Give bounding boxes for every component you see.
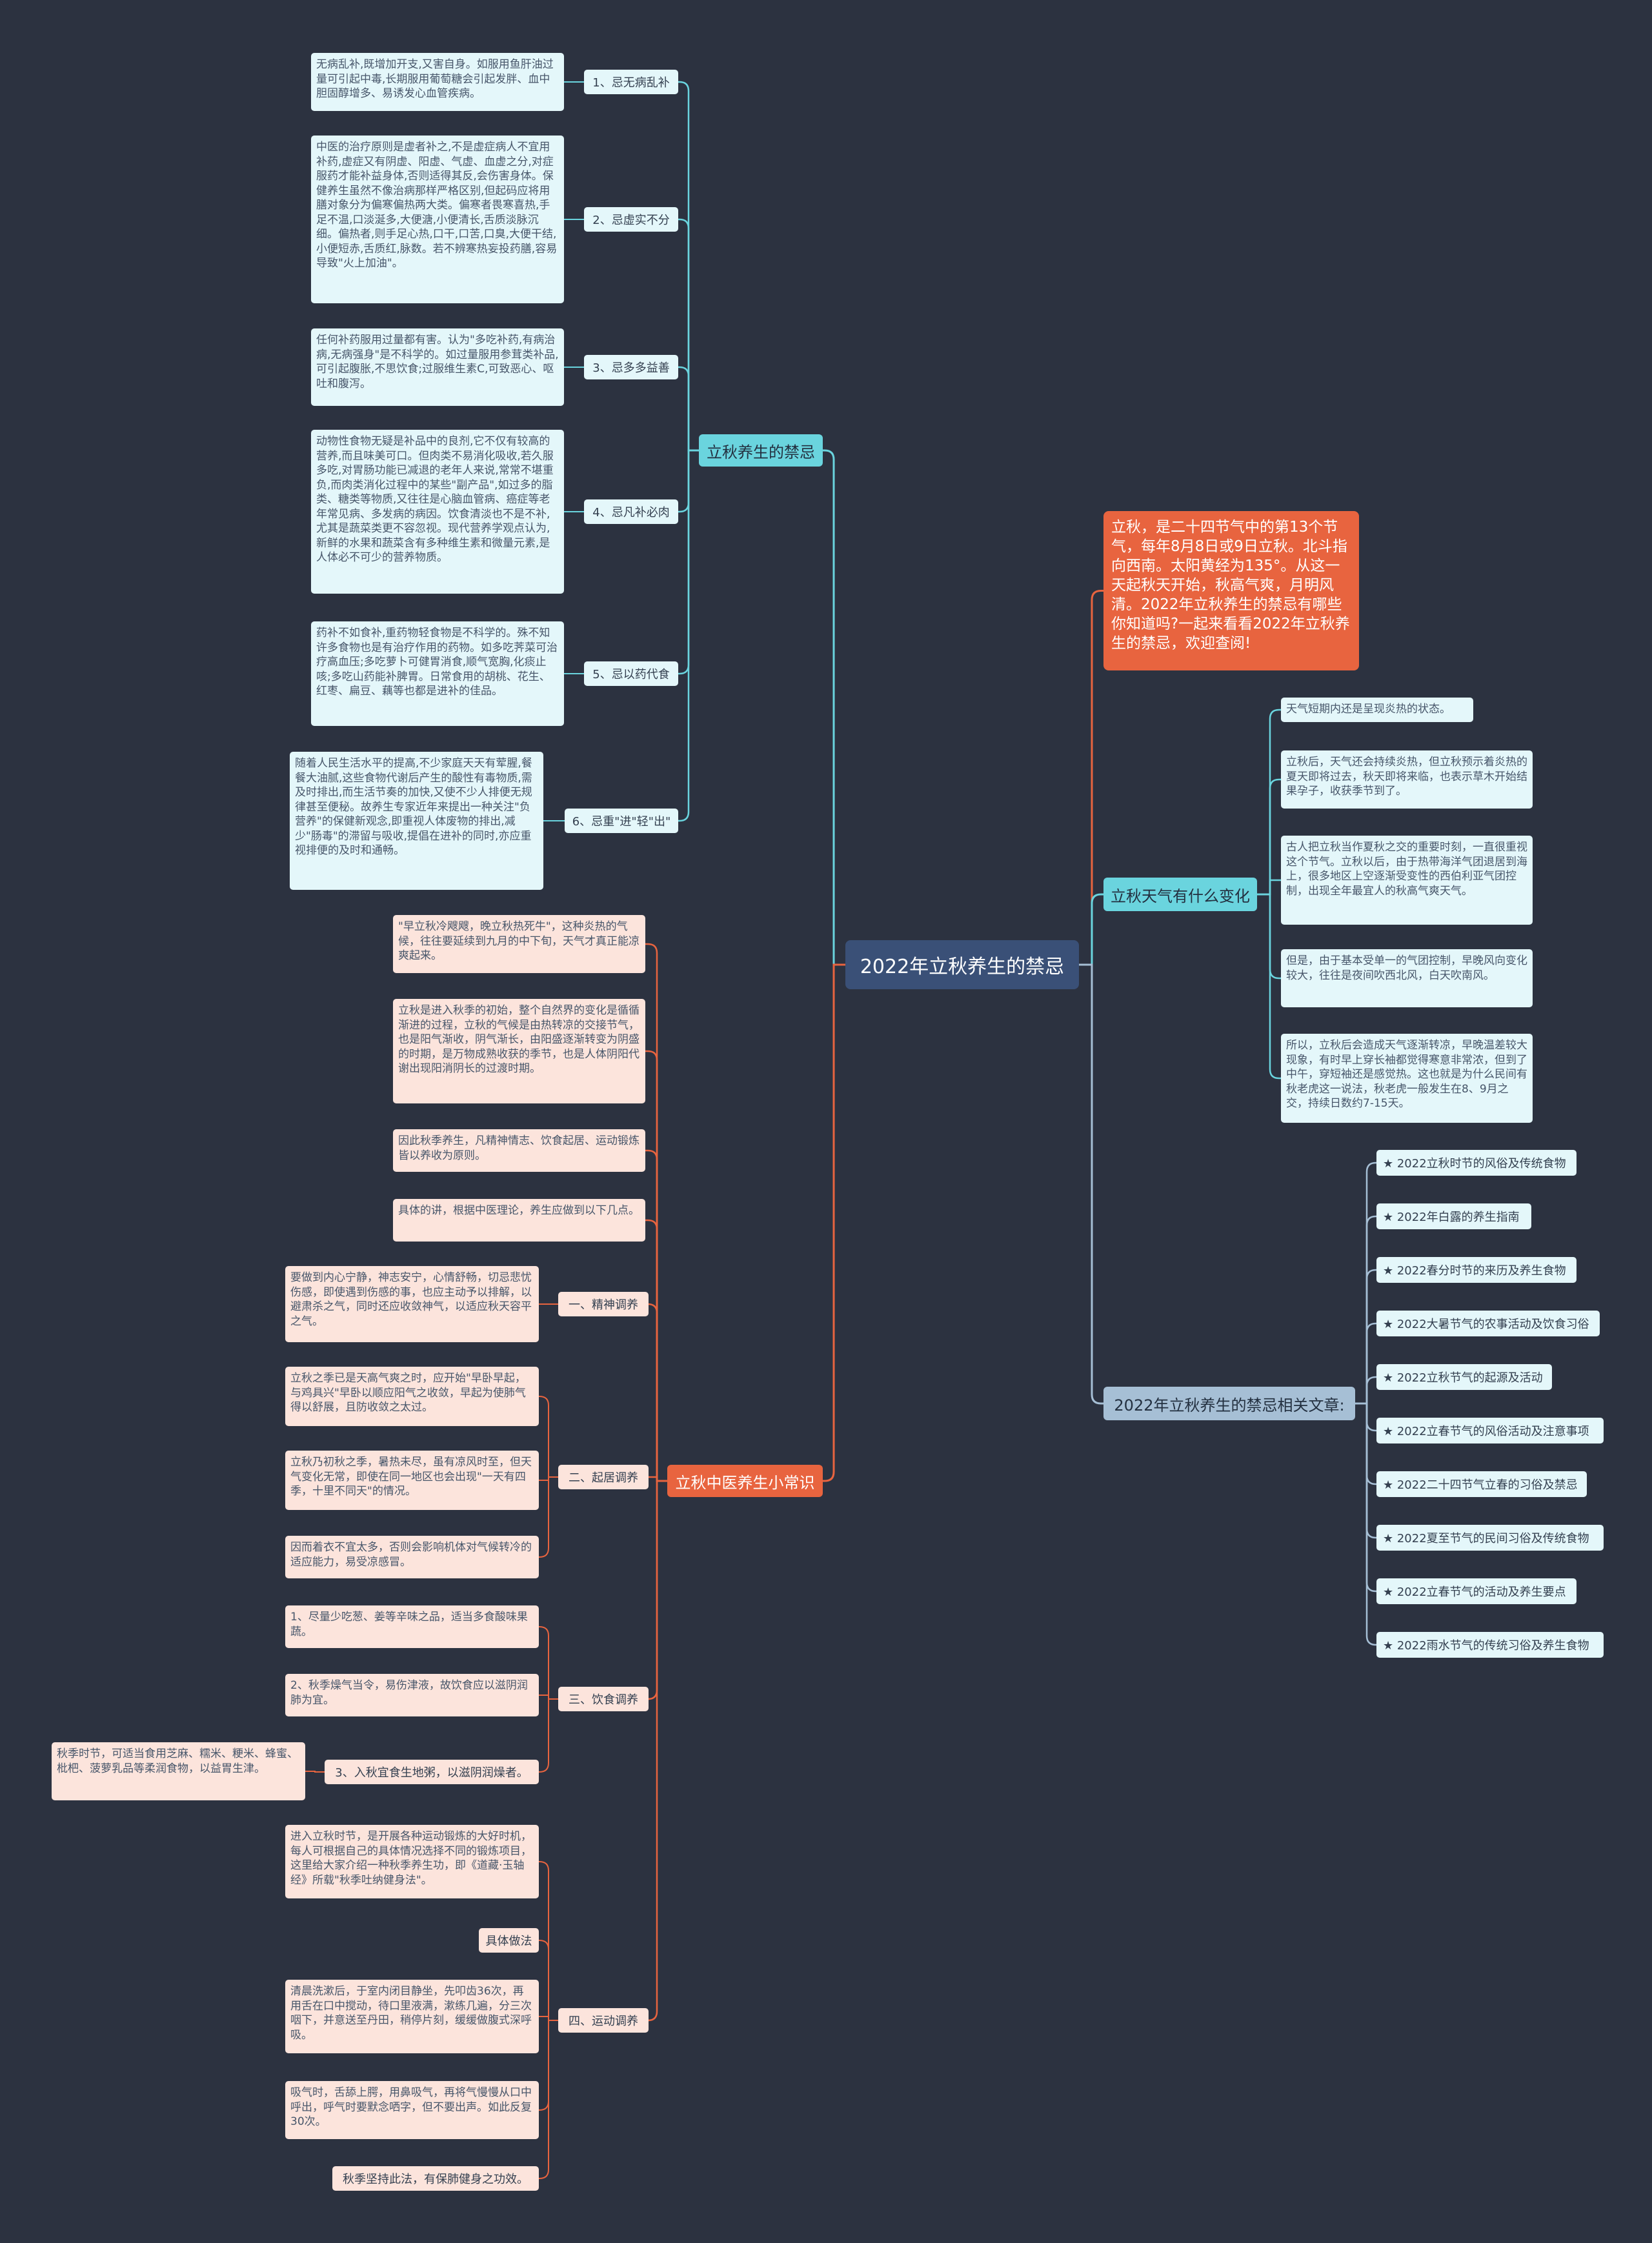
link-taboo-0 [678,81,699,452]
tcm-exercise-label[interactable]: 四、运动调养 [558,2008,649,2033]
link-weather-0 [1257,709,1281,896]
tcm-exercise-text-2: 清晨洗漱后，于室内闭目静坐，先叩齿36次，再用舌在口中搅动，待口里液满，漱练几遍… [285,1980,539,2053]
tcm-living-text-1: 立秋之季已是天高气爽之时，应开始"早卧早起，与鸡具兴"早卧以顺应阳气之收敛，早起… [285,1367,539,1426]
link-tcm-4 [647,1303,667,1482]
weather-text-5: 所以，立秋后会造成天气逐渐转凉，早晚温差较大现象，有时早上穿长袖都觉得寒意非常浓… [1281,1034,1533,1123]
link-living-2 [539,1476,558,1558]
article-link-2[interactable]: ★ 2022年白露的养生指南 [1376,1203,1531,1229]
link-tcm-0 [645,943,667,1482]
link-living-0 [539,1396,558,1478]
article-link-7[interactable]: ★ 2022二十四节气立春的习俗及禁忌 [1376,1471,1587,1497]
link-articles-3 [1355,1322,1376,1405]
link-root-taboo-0 [823,449,845,966]
article-link-4[interactable]: ★ 2022大暑节气的农事活动及饮食习俗 [1376,1311,1600,1336]
tcm-diet-item-3: 3、入秋宜食生地粥，以滋阴润燥者。 [325,1760,539,1784]
weather-text-1: 天气短期内还是呈现炎热的状态。 [1281,698,1473,722]
tcm-diet-item-2: 2、秋季燥气当令，易伤津液，故饮食应以滋阴润肺为宜。 [285,1674,539,1716]
link-root-tcm-0 [823,963,845,1482]
tcm-diet-item-1: 1、尽量少吃葱、姜等辛味之品，适当多食酸味果蔬。 [285,1605,539,1648]
link-root-intro-0 [1079,590,1103,966]
tcm-living-text-3: 因而着衣不宜太多，否则会影响机体对气候转冷的适应能力，易受凉感冒。 [285,1536,539,1578]
tcm-mental-label[interactable]: 一、精神调养 [558,1292,649,1316]
link-tcm-2 [645,1149,667,1482]
link-taboo-2 [678,366,699,452]
link-diet-2 [539,1698,558,1773]
taboo-text-5: 药补不如食补,重药物轻食物是不科学的。殊不知许多食物也是有治疗作用的药物。如多吃… [311,621,564,726]
taboo-text-3: 任何补药服用过量都有害。认为"多吃补药,有病治病,无病强身"是不科学的。如过量服… [311,328,564,406]
link-weather-2 [1257,879,1281,896]
intro-box[interactable]: 立秋，是二十四节气中的第13个节气，每年8月8日或9日立秋。北斗指向西南。太阳黄… [1103,511,1359,670]
link-weather-4 [1257,893,1281,1080]
link-articles-4 [1355,1376,1376,1405]
tcm-note-4: 具体的讲，根据中医理论，养生应做到以下几点。 [393,1199,645,1242]
article-link-5[interactable]: ★ 2022立秋节气的起源及活动 [1376,1364,1552,1390]
tcm-note-2: 立秋是进入秋季的初始，整个自然界的变化是循循渐进的过程，立秋的气候是由热转凉的交… [393,999,645,1103]
link-exercise-0 [539,1861,558,2021]
taboo-label-1[interactable]: 1、忌无病乱补 [584,70,678,94]
link-exercise-1 [539,1940,558,2021]
article-link-10[interactable]: ★ 2022雨水节气的传统习俗及养生食物 [1376,1632,1604,1658]
tcm-diet-label[interactable]: 三、饮食调养 [558,1687,649,1711]
link-weather-1 [1257,778,1281,896]
taboo-label-4[interactable]: 4、忌凡补必肉 [584,499,678,524]
link-articles-5 [1355,1402,1376,1432]
link-articles-9 [1355,1402,1376,1646]
link-articles-2 [1355,1269,1376,1405]
link-tcm-3 [645,1219,667,1482]
branch-weather[interactable]: 立秋天气有什么变化 [1103,878,1257,911]
weather-text-2: 立秋后，天气还会持续炎热，但立秋预示着炎热的夏天即将过去，秋天即将来临，也表示草… [1281,750,1533,809]
branch-tcm[interactable]: 立秋中医养生小常识 [667,1465,823,1497]
taboo-text-6: 随着人民生活水平的提高,不少家庭天天有荤腥,餐餐大油腻,这些食物代谢后产生的酸性… [290,752,543,890]
taboo-text-1: 无病乱补,既增加开支,又害自身。如服用鱼肝油过量可引起中毒,长期服用葡萄糖会引起… [311,53,564,111]
link-root-articles-0 [1079,963,1103,1405]
weather-text-4: 但是，由于基本受单一的气团控制，早晚风向变化较大，往往是夜间吹西北风，白天吹南风… [1281,949,1533,1007]
link-taboo-1 [678,218,699,452]
article-link-6[interactable]: ★ 2022立春节气的风俗活动及注意事项 [1376,1418,1604,1443]
link-weather-3 [1257,893,1281,980]
link-diet-0 [539,1626,558,1700]
tcm-diet-sub: 秋季时节，可适当食用芝麻、糯米、粳米、蜂蜜、枇杷、菠萝乳品等柔润食物，以益胃生津… [52,1742,305,1800]
article-link-3[interactable]: ★ 2022春分时节的来历及养生食物 [1376,1257,1576,1283]
tcm-exercise-method: 具体做法 [479,1928,539,1953]
article-link-9[interactable]: ★ 2022立春节气的活动及养生要点 [1376,1578,1576,1604]
link-articles-8 [1355,1402,1376,1593]
link-taboo-5 [678,449,699,822]
link-tcm-1 [645,1050,667,1482]
link-diet-sub-0 [305,1771,325,1773]
taboo-text-4: 动物性食物无疑是补品中的良剂,它不仅有较高的营养,而且味美可口。但肉类不易消化吸… [311,430,564,594]
taboo-label-5[interactable]: 5、忌以药代食 [584,661,678,686]
branch-articles[interactable]: 2022年立秋养生的禁忌相关文章: [1103,1387,1355,1420]
link-exercise-4 [539,2020,558,2179]
tcm-living-text-2: 立秋乃初秋之季，暑热未尽，虽有凉风时至，但天气变化无常，即使在同一地区也会出现"… [285,1451,539,1510]
root-topic[interactable]: 2022年立秋养生的禁忌 [845,940,1079,989]
weather-text-3: 古人把立秋当作夏秋之交的重要时刻，一直很重视这个节气。立秋以后，由于热带海洋气团… [1281,836,1533,925]
branch-taboo[interactable]: 立秋养生的禁忌 [699,434,823,467]
link-tcm-7 [647,1480,667,2022]
tcm-note-3: 因此秋季养生，凡精神情志、饮食起居、运动锻炼皆以养收为原则。 [393,1129,645,1172]
article-link-8[interactable]: ★ 2022夏至节气的民间习俗及传统食物 [1376,1525,1604,1551]
link-articles-6 [1355,1402,1376,1485]
tcm-exercise-text-3: 吸气时，舌舔上腭，用鼻吸气，再将气慢慢从口中呼出，呼气时要默念哂字，但不要出声。… [285,2081,539,2139]
link-root-weather-0 [1079,893,1103,966]
link-articles-7 [1355,1402,1376,1539]
link-articles-0 [1355,1162,1376,1405]
taboo-label-3[interactable]: 3、忌多多益善 [584,355,678,379]
tcm-living-label[interactable]: 二、起居调养 [558,1465,649,1489]
tcm-note-1: "早立秋冷飕飕，晚立秋热死牛"，这种炎热的气候，往往要延续到九月的中下旬，天气才… [393,915,645,973]
taboo-label-6[interactable]: 6、忌重"进"轻"出" [565,809,678,833]
article-link-1[interactable]: ★ 2022立秋时节的风俗及传统食物 [1376,1150,1576,1176]
taboo-text-2: 中医的治疗原则是虚者补之,不是虚症病人不宜用补药,虚症又有阴虚、阳虚、气虚、血虚… [311,136,564,303]
taboo-label-2[interactable]: 2、忌虚实不分 [584,207,678,232]
tcm-mental-text: 要做到内心宁静，神志安宁，心情舒畅，切忌悲忧伤感，即使遇到伤感的事，也应主动予以… [285,1266,539,1342]
link-articles-1 [1355,1215,1376,1405]
tcm-exercise-text-4: 秋季坚持此法，有保肺健身之功效。 [332,2166,539,2191]
tcm-exercise-text-1: 进入立秋时节，是开展各种运动锻炼的大好时机，每人可根据自己的具体情况选择不同的锻… [285,1825,539,1898]
